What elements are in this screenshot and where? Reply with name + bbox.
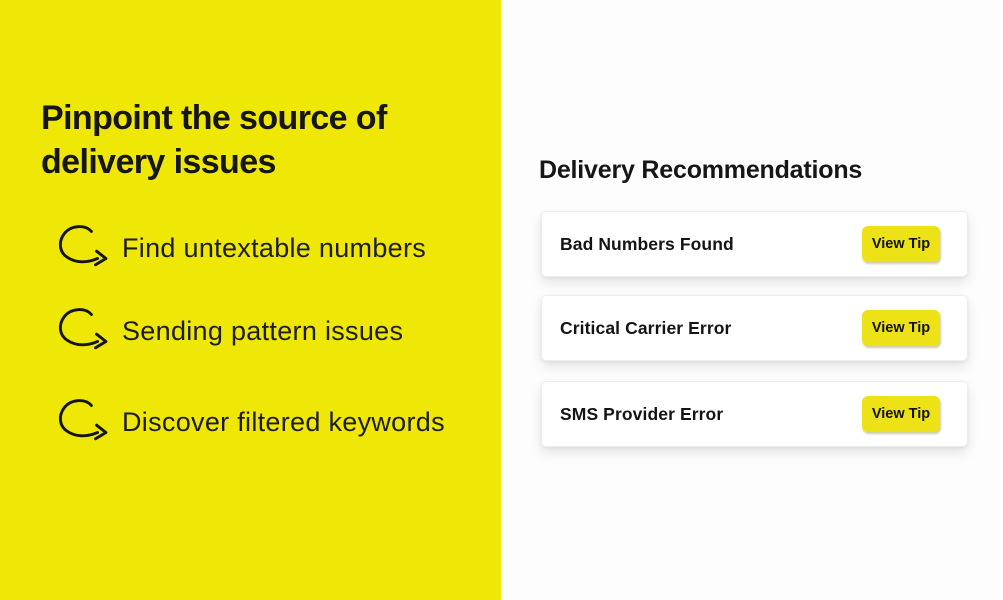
page-title-line-1: Pinpoint the source of — [41, 99, 387, 137]
card-title: SMS Provider Error — [560, 403, 724, 424]
page-title: Pinpoint the source of delivery issues — [41, 96, 387, 184]
curved-arrow-icon — [54, 220, 108, 272]
recommendation-card-sms-provider-error: SMS Provider Error View Tip — [541, 381, 968, 447]
curved-arrow-icon — [54, 303, 108, 355]
bullet-label: Discover filtered keywords — [122, 407, 445, 437]
bullet-label: Sending pattern issues — [122, 316, 404, 346]
card-title: Bad Numbers Found — [560, 233, 734, 254]
bullet-label: Find untextable numbers — [122, 233, 427, 263]
view-tip-button[interactable]: View Tip — [862, 226, 940, 262]
view-tip-button[interactable]: View Tip — [862, 396, 940, 432]
bullet-sending-pattern-issues: Sending pattern issues — [54, 303, 403, 355]
page-title-line-2: delivery issues — [41, 143, 276, 181]
bullet-find-untextable-numbers: Find untextable numbers — [54, 220, 426, 272]
recommendation-card-bad-numbers: Bad Numbers Found View Tip — [541, 211, 968, 277]
section-title: Delivery Recommendations — [539, 156, 863, 184]
left-panel: Pinpoint the source of delivery issues F… — [0, 0, 501, 600]
recommendation-card-carrier-error: Critical Carrier Error View Tip — [541, 295, 968, 361]
bullet-discover-filtered-keywords: Discover filtered keywords — [54, 394, 445, 446]
delivery-recommendations-panel: Delivery Recommendations Bad Numbers Fou… — [501, 0, 1003, 600]
view-tip-button[interactable]: View Tip — [862, 310, 940, 346]
curved-arrow-icon — [54, 394, 108, 446]
card-title: Critical Carrier Error — [560, 317, 732, 338]
